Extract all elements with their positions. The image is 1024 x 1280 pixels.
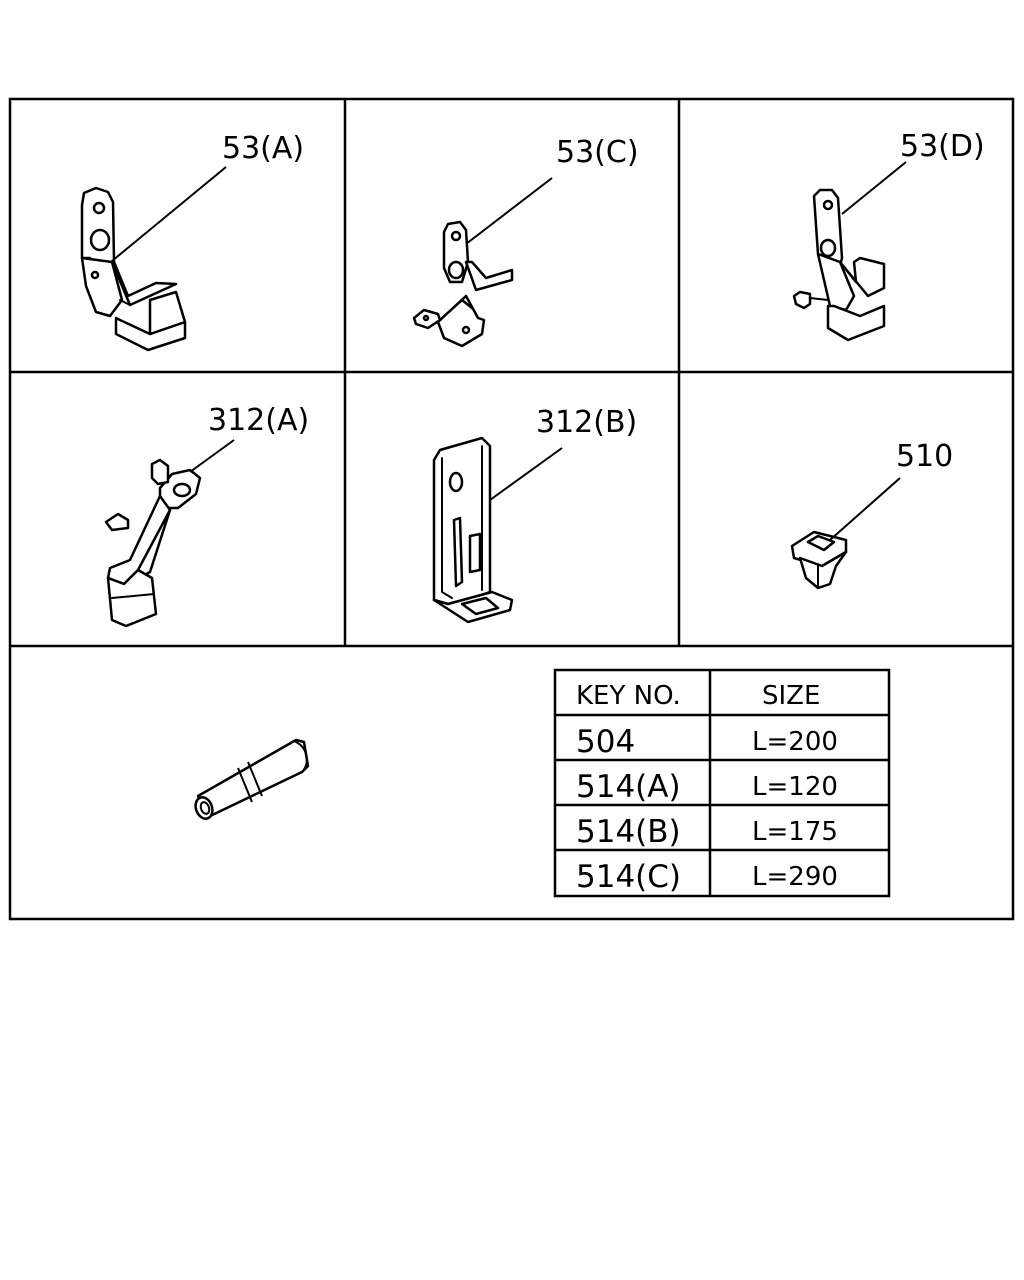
callout-312a: 312(A): [208, 403, 309, 438]
callout-53a: 53(A): [222, 131, 304, 166]
leader-312a: [189, 439, 235, 473]
header-key-no: KEY NO.: [576, 681, 681, 711]
clip-510-drawing: [790, 530, 848, 590]
size-table: KEY NO. SIZE 504 L=200 514(A) L=120 514(…: [553, 668, 891, 898]
row-key: 514(C): [576, 859, 681, 895]
row-size: L=175: [752, 817, 838, 847]
row-key: 504: [576, 724, 635, 760]
bracket-312a-drawing: [104, 458, 202, 628]
callout-312b: 312(B): [536, 405, 637, 440]
callout-510: 510: [896, 439, 953, 474]
callout-53c: 53(C): [556, 135, 639, 170]
row-size: L=290: [752, 862, 838, 892]
leader-510: [829, 477, 901, 541]
bracket-53a-drawing: [80, 186, 187, 352]
bracket-53c-drawing: [412, 220, 514, 348]
row-size: L=200: [752, 727, 838, 757]
diagram-frame: [8, 97, 1015, 921]
callout-53d: 53(D): [900, 129, 985, 164]
leader-53a: [111, 166, 227, 262]
leader-312b: [489, 447, 563, 501]
bracket-312b-drawing: [432, 436, 514, 624]
row-size: L=120: [752, 772, 838, 802]
bracket-53d-drawing: [792, 188, 886, 342]
header-size: SIZE: [762, 681, 820, 711]
hose-drawing: [194, 738, 310, 820]
row-key: 514(A): [576, 769, 681, 805]
leader-53c: [465, 177, 553, 245]
row-key: 514(B): [576, 814, 681, 850]
leader-53d: [841, 161, 907, 215]
